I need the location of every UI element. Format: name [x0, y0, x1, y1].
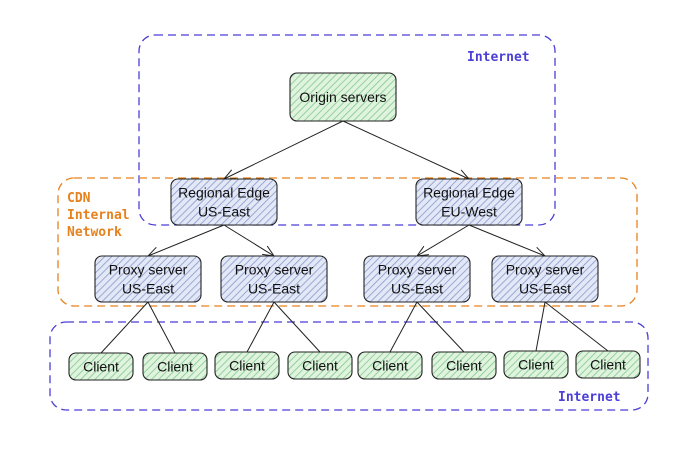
node-label: Client: [518, 357, 554, 373]
connector-proxy_1-client_1: [100, 301, 149, 354]
node-box: [94, 255, 202, 303]
node-label: US-East: [519, 281, 571, 297]
connector-edge_us-proxy_1: [146, 224, 225, 257]
cdn-zone-label: CDN Internal Network: [67, 191, 137, 240]
connector-proxy_3-client_5: [389, 301, 418, 353]
node-label: US-East: [122, 281, 174, 297]
connector-proxy_2-client_4: [273, 301, 321, 353]
node-label: Client: [302, 358, 338, 374]
connector-origin-edge_eu: [342, 120, 471, 180]
cdn-label-line: CDN: [67, 191, 91, 206]
node-box: [142, 352, 208, 381]
node-box: [214, 351, 280, 380]
node-label: Client: [157, 359, 193, 375]
node-label: Proxy server: [109, 262, 188, 278]
cdn-zone: [57, 177, 638, 307]
connector-edge_eu-proxy_4: [468, 224, 547, 257]
node-label: EU-West: [441, 204, 497, 220]
node-client-4: Client: [287, 351, 353, 380]
node-label: Proxy server: [235, 262, 314, 278]
node-label: Proxy server: [378, 262, 457, 278]
connector-edge_us-proxy_2: [223, 224, 276, 257]
node-client-1: Client: [68, 352, 134, 381]
connector-proxy_3-client_6: [416, 301, 465, 353]
node-label: Regional Edge: [423, 185, 515, 201]
node-box: [363, 255, 471, 303]
node-label: Client: [83, 359, 119, 375]
node-box: [575, 350, 641, 379]
node-box: [415, 178, 523, 226]
node-box: [357, 351, 423, 380]
node-origin: Origin servers: [289, 72, 397, 122]
connector-proxy_2-client_3: [246, 301, 275, 353]
cdn-label-line: Network: [67, 225, 122, 240]
connector-proxy_1-client_2: [147, 301, 176, 354]
internet-top-label: Internet: [467, 50, 530, 65]
node-client-6: Client: [431, 351, 497, 380]
node-label: Client: [229, 358, 265, 374]
node-box: [431, 351, 497, 380]
node-label: Client: [446, 358, 482, 374]
node-box: [503, 350, 569, 379]
internet-bottom-label: Internet: [558, 390, 621, 405]
node-client-8: Client: [575, 350, 641, 379]
node-box: [170, 178, 278, 226]
node-box: [289, 72, 397, 122]
internet-bottom-zone: [49, 321, 649, 411]
node-box: [491, 255, 599, 303]
node-label: Client: [372, 358, 408, 374]
node-client-5: Client: [357, 351, 423, 380]
connector-proxy_4-client_8: [544, 301, 609, 352]
node-label: Origin servers: [299, 89, 386, 105]
node-box: [68, 352, 134, 381]
node-label: US-East: [248, 281, 300, 297]
node-client-7: Client: [503, 350, 569, 379]
connector-proxy_4-client_7: [535, 301, 546, 352]
node-box: [220, 255, 328, 303]
node-label: Regional Edge: [178, 185, 270, 201]
node-label: Client: [590, 357, 626, 373]
node-label: US-East: [198, 204, 250, 220]
cdn-label-line: Internal: [67, 208, 130, 223]
internet-top-zone: [138, 34, 556, 226]
connector-edge_eu-proxy_3: [415, 224, 470, 257]
connector-origin-edge_us: [222, 120, 344, 180]
node-client-3: Client: [214, 351, 280, 380]
node-label: Proxy server: [506, 262, 585, 278]
node-client-2: Client: [142, 352, 208, 381]
node-label: US-East: [391, 281, 443, 297]
node-box: [287, 351, 353, 380]
